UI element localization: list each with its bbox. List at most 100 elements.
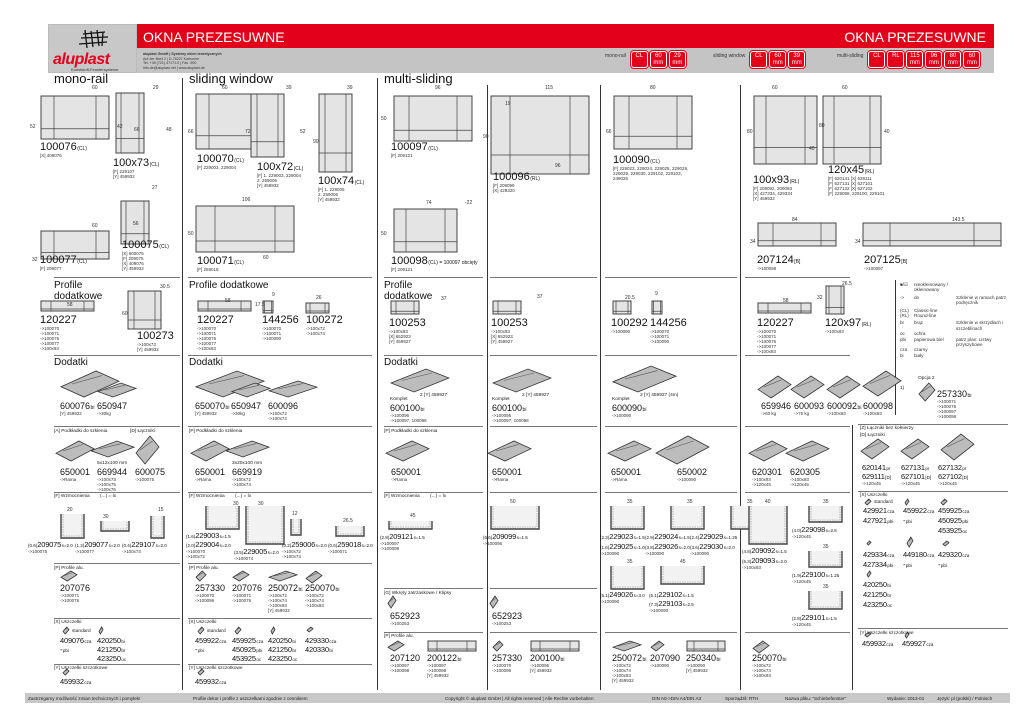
accessory-drawing xyxy=(90,440,135,458)
section-rule xyxy=(188,664,372,665)
article-note: ->100076 xyxy=(60,598,80,603)
article-item-209099: (6.6)209099s=1.5->100096 xyxy=(483,533,528,546)
article-note: ->100090 xyxy=(262,336,282,341)
article-line: 120x97(RL) xyxy=(825,318,871,329)
article-note: [Y] 459927 xyxy=(389,339,411,344)
article-note: ->100071 xyxy=(328,548,348,554)
article-line: 250340bi xyxy=(686,654,720,663)
article-number: 229005 xyxy=(243,547,268,556)
section-rule xyxy=(384,426,483,427)
article-item-100076: 100076(CL)[X] 409076 xyxy=(40,142,87,159)
article-number: 459932 xyxy=(195,677,219,686)
article-item-650001: 650001->Rama xyxy=(391,468,421,483)
article-item-423250: 423250oc xyxy=(97,655,126,663)
dimension-label: 39 xyxy=(286,85,292,91)
accessory-drawing xyxy=(60,370,120,398)
section-rule xyxy=(745,632,850,633)
accessory-drawing xyxy=(387,640,405,652)
article-note: ->100076 xyxy=(937,404,957,409)
article-line: 207076 xyxy=(60,584,90,593)
article-note: [X] 409076 xyxy=(40,153,62,158)
article-number: 207076 xyxy=(232,583,263,593)
reinforcement-drawing xyxy=(245,506,285,545)
article-line: 627132pr xyxy=(938,464,966,472)
profile-section-drawing xyxy=(197,300,252,312)
profile-section-drawing xyxy=(490,95,590,175)
accessory-drawing xyxy=(387,595,397,609)
badge-80-mm-icon: 80 mm xyxy=(944,51,962,68)
article-number: 453925 xyxy=(232,654,256,663)
article-note: ->100x75 xyxy=(97,482,116,487)
article-item-207076: 207076->100071->100076 xyxy=(232,583,263,604)
article-length: (2.3) xyxy=(600,535,610,540)
article-note: ->100098 xyxy=(937,414,957,419)
article-note: ->120x45 xyxy=(862,480,881,486)
dimension-label: 35 xyxy=(627,499,633,505)
dimension-label: 15 xyxy=(158,507,164,513)
article-length: (4.8) xyxy=(742,549,752,554)
article-number: 200122 xyxy=(427,653,458,663)
article-item-100273: 100273->100x73[Y] 459932 xyxy=(137,331,174,353)
section-label: 2 [Y] 459927 (4m) xyxy=(640,393,679,398)
article-note: ->30kg xyxy=(231,411,245,416)
article-tag: s=2.0 xyxy=(219,543,231,548)
article-item-249026: (5.1)249026s=3.0->100090 xyxy=(600,591,645,604)
dimension-label: 35 xyxy=(747,499,753,505)
article-number: 257330 xyxy=(937,389,968,399)
article-number: 144256 xyxy=(650,317,687,329)
section-label: [D] Łączniki xyxy=(130,429,155,434)
article-item-259006: (0.2)259006s=2.0->100x72->100x74 xyxy=(282,541,327,559)
legend-row: (CL)Classic-line xyxy=(900,308,1018,313)
section-rule xyxy=(188,563,372,564)
article-line: 459922cza xyxy=(195,637,226,645)
accessory-drawing xyxy=(62,668,70,676)
article-item-229030: (3.6)229030s=2.0->100090 xyxy=(690,543,735,556)
article-tag: (CL) xyxy=(77,146,87,152)
section-rule xyxy=(745,277,850,278)
accessory-drawing xyxy=(752,640,770,654)
article-tag: s=1.5 xyxy=(678,535,690,540)
section-title-mono-rail: mono-rail xyxy=(54,71,109,86)
info-bar: aluplast GmbH | Systemy okien teoretyczn… xyxy=(137,48,994,73)
article-note: ->100090 xyxy=(649,607,669,613)
article-number: 209092 xyxy=(751,546,776,555)
article-note: [F] 229098, 229100, 229101 xyxy=(828,191,885,196)
article-item-650001: 650001->Rama xyxy=(492,468,522,483)
article-number: 207124 xyxy=(757,254,794,266)
article-note: [Y] 459932 xyxy=(612,678,634,683)
article-tag: (CL) xyxy=(354,180,365,186)
page-title: OKNA PREZESUWNE xyxy=(143,29,285,45)
article-tag: bi xyxy=(457,657,462,663)
article-note: ->60 kg xyxy=(761,411,777,416)
logo-scribble-icon xyxy=(78,29,109,49)
dimension-label: 115 xyxy=(545,85,553,91)
dimension-label: 52 xyxy=(300,129,306,135)
article-line: 650001 xyxy=(611,468,641,477)
article-tag: cza xyxy=(887,509,895,514)
article-line: 100097(CL) xyxy=(391,142,438,153)
article-line: 257330 xyxy=(195,584,225,593)
header-group-label: mono-rail xyxy=(605,53,626,59)
article-note: [X] 600075 xyxy=(122,251,144,256)
article-item-100090: 100090(CL)[F] 229023, 229024, 229025, 22… xyxy=(613,155,688,182)
article-line: 200100bi xyxy=(530,654,564,663)
article-note: [F] 620141 [X] 629111 xyxy=(828,176,872,181)
article-item-100253: 100253->100x93[X] 652923[Y] 459927 xyxy=(389,318,426,345)
profile-section-drawing xyxy=(250,93,285,158)
article-note: [Y] 459932 xyxy=(137,347,159,352)
article-tag: oc xyxy=(121,657,127,662)
article-tag: [D] xyxy=(925,475,932,480)
article-note: [Y] 459932 xyxy=(318,197,340,202)
article-tag: bi xyxy=(335,587,340,593)
accessory-drawing xyxy=(97,382,137,398)
dimension-label: 32 xyxy=(817,295,823,301)
article-number: 100272 xyxy=(306,314,343,326)
dimension-label: 40 xyxy=(765,499,771,505)
column-divider xyxy=(182,78,183,690)
section-label: [X] Uszczelki xyxy=(54,620,82,625)
section-label: [P] Profile alu. xyxy=(384,634,414,639)
article-item-257330: 257330bi->100071->100076->100097->100098 xyxy=(937,389,971,420)
